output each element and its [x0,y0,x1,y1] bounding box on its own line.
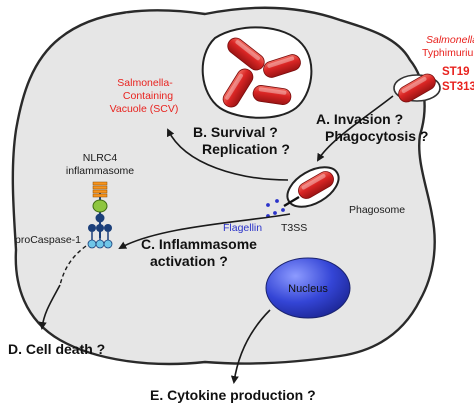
step-c-line2: activation ? [150,253,228,269]
arrow-survival [167,128,289,181]
label-phagosome: Phagosome [349,204,405,216]
step-a-line2: Phagocytosis ? [325,128,428,144]
nlrc4-lrr-domain [92,181,108,186]
step-b-line2: Replication ? [202,141,290,157]
label-scv-2: Containing [123,90,173,102]
arrow-cell-death [38,284,61,330]
nlrc4-inflammasome [87,181,113,249]
procaspase-unit [103,239,113,249]
card-domain [104,224,112,232]
step-d: D. Cell death ? [8,341,105,357]
nlrc4-lrr-domain [92,189,108,194]
card-domain [95,213,105,223]
dashed-link-procaspase [59,245,87,286]
label-typhimurium: Typhimurium [422,47,474,59]
nlrc4-lrr-domain [92,185,108,190]
nlrc4-lrr-domain [92,193,108,198]
label-scv-1: Salmonella- [117,77,173,89]
card-domain [88,224,96,232]
procaspase-unit [95,239,105,249]
scv-bacterium [263,54,301,78]
nlrc4-nod-domain [92,199,108,213]
label-nlrc4-1: NLRC4 [83,152,118,164]
nucleus [265,257,351,319]
card-domain [96,224,104,232]
scv-bacterium [252,85,292,105]
step-a-line1: A. Invasion ? [316,111,403,127]
phagosome [283,166,340,208]
scv-vacuole [201,26,313,119]
scv-bacterium [227,37,265,71]
step-e: E. Cytokine production ? [150,387,316,403]
label-flagellin: Flagellin [223,222,262,234]
invading-bacterium [393,73,441,103]
label-t3ss: T3SS [281,222,307,234]
label-st19: ST19 [442,66,470,78]
procaspase-unit [87,239,97,249]
label-salmonella: Salmonella [426,34,474,46]
label-st313: ST313 [442,81,474,93]
arrow-cytokine [230,309,271,384]
flagellin-dots [266,199,285,218]
t3ss-needle [283,195,300,208]
label-procaspase: proCaspase-1 [15,234,81,246]
scv-bacterium [222,68,254,108]
arrow-inflammasome [118,213,291,249]
step-b-line1: B. Survival ? [193,124,278,140]
label-scv-3: Vacuole (SCV) [110,103,179,115]
arrow-invasion [316,95,394,162]
step-c-line1: C. Inflammasome [141,236,257,252]
label-nucleus: Nucleus [288,283,328,295]
label-nlrc4-2: inflammasome [66,165,134,177]
